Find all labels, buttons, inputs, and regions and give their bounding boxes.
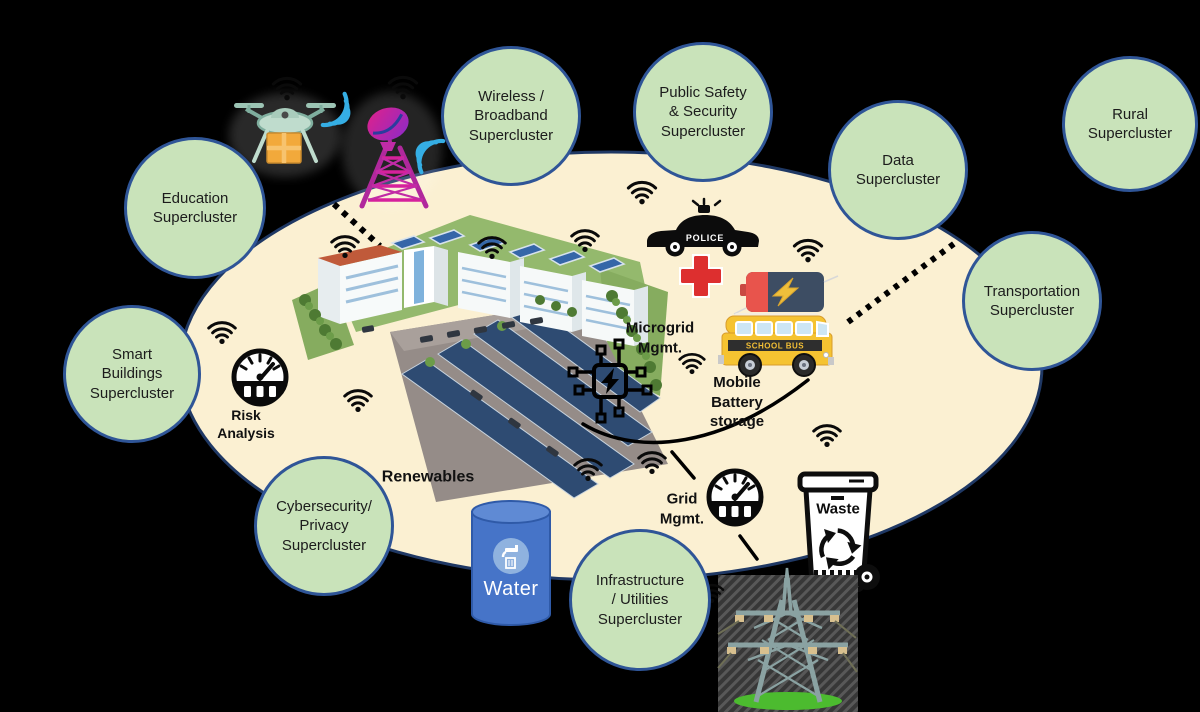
cluster-wireless-broadband: Wireless / Broadband Supercluster: [441, 46, 581, 186]
trees: [299, 290, 662, 391]
transmission-tower-icon: [717, 567, 858, 712]
cluster-infrastructure-utilities: Infrastructure / Utilities Supercluster: [569, 529, 711, 671]
dotted-connector-education: [322, 193, 383, 249]
connector-grid-2: [738, 534, 759, 561]
waste-label: Waste: [816, 500, 860, 518]
risk-analysis-label: Risk Analysis: [217, 406, 275, 441]
cluster-education: Education Supercluster: [124, 137, 266, 279]
police-car-label: POLICE: [686, 233, 724, 243]
cluster-public-safety: Public Safety & Security Supercluster: [633, 42, 773, 182]
campus-illustration: [292, 215, 668, 502]
risk-gauge-icon: [234, 351, 286, 407]
cluster-rural: Rural Supercluster: [1062, 56, 1198, 192]
grid-gauge-icon: [709, 471, 761, 527]
cars: [361, 317, 559, 457]
drone-delivery-icon: [229, 93, 341, 177]
telecom-tower-icon: [323, 92, 443, 209]
school-bus-icon: SCHOOL BUS: [718, 313, 834, 377]
cluster-cybersecurity-privacy: Cybersecurity/ Privacy Supercluster: [254, 456, 394, 596]
school-bus-label: SCHOOL BUS: [746, 342, 804, 351]
grid-mgmt-label: Grid Mgmt.: [659, 490, 705, 528]
waste-bin-icon: [797, 471, 880, 593]
police-car-icon: POLICE: [647, 197, 759, 257]
water-tank-icon: [471, 500, 551, 626]
rooftop-solar-panels: [390, 229, 626, 273]
cluster-transportation: Transportation Supercluster: [962, 231, 1102, 371]
renewables-label: Renewables: [381, 468, 475, 486]
cluster-data: Data Supercluster: [828, 100, 968, 240]
microgrid-icon: [567, 338, 653, 424]
cluster-smart-buildings: Smart Buildings Supercluster: [63, 305, 201, 443]
water-label: Water: [483, 578, 539, 600]
medical-cross-icon: [679, 254, 723, 298]
connector-grid-1: [670, 450, 696, 480]
faucet-icon: [501, 545, 518, 569]
arc-connector: [581, 378, 810, 445]
mobile-battery-storage-label: Mobile Battery storage: [709, 373, 765, 430]
microgrid-mgmt-label: Microgrid Mgmt.: [625, 319, 695, 357]
battery-icon: [733, 272, 839, 315]
